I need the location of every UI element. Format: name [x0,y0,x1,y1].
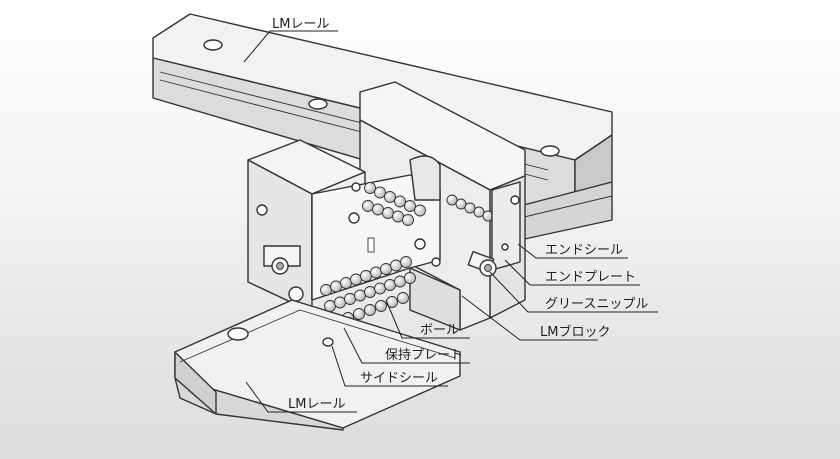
grease-nipple-right [467,250,497,277]
ball-icon [473,206,485,218]
ball-icon [384,191,396,203]
ball-icon [364,304,376,316]
ball-icon [455,198,467,210]
rail-hole-icon [308,98,328,110]
label-lm-rail-top: LMレール [272,17,329,32]
lm-rail-front [174,299,461,431]
label-end-plate: エンドプレート [545,270,636,285]
rail-hole-icon [203,39,223,51]
ball-icon [372,203,384,216]
ball-icon [446,194,458,206]
rail-hole-icon [227,327,249,341]
ball-icon [390,259,402,272]
ball-icon [364,182,376,194]
ball-icon [362,200,374,212]
ball-icon [380,263,392,275]
ball-icon [364,286,376,298]
label-lm-rail-bottom: LMレール [288,397,345,412]
ball-icon [354,289,366,302]
label-end-seal: エンドシール [545,243,623,258]
end-seal-right [491,181,521,271]
ball-icon [394,195,406,208]
ball-icon [402,214,414,226]
ball-icon [374,282,386,295]
ball-icon [404,200,416,212]
ball-rows [320,182,503,332]
ball-icon [400,256,412,268]
label-grease-nipple: グリースニップル [545,297,648,312]
ball-icon [384,279,396,291]
ball-icon [370,266,382,279]
label-side-seal: サイドシール [360,371,438,386]
ball-icon [464,202,476,214]
ball-icon [375,300,387,312]
ball-icon [394,275,406,288]
ball-icon [320,284,332,296]
ball-icon [397,292,409,304]
rail-hole-icon [540,145,560,157]
label-ball: ボール [420,323,459,338]
ball-icon [344,293,356,305]
ball-icon [404,272,416,284]
grease-nipple-left [263,245,304,302]
ball-icon [374,186,386,199]
ball-icon [340,277,352,289]
ball-icon [353,308,365,320]
ball-icon [360,270,372,282]
ball-icon [334,296,346,309]
ball-icon [330,280,342,293]
label-lm-block: LMブロック [540,324,610,340]
ball-icon [350,273,362,286]
ball-icon [382,207,394,219]
ball-icon [414,204,426,217]
callouts: LMレール エンドシール エンドプレート グリースニップル LMブロック ボール… [243,17,658,413]
ball-icon [392,210,404,223]
label-retainer-plate: 保持プレート [385,348,463,363]
